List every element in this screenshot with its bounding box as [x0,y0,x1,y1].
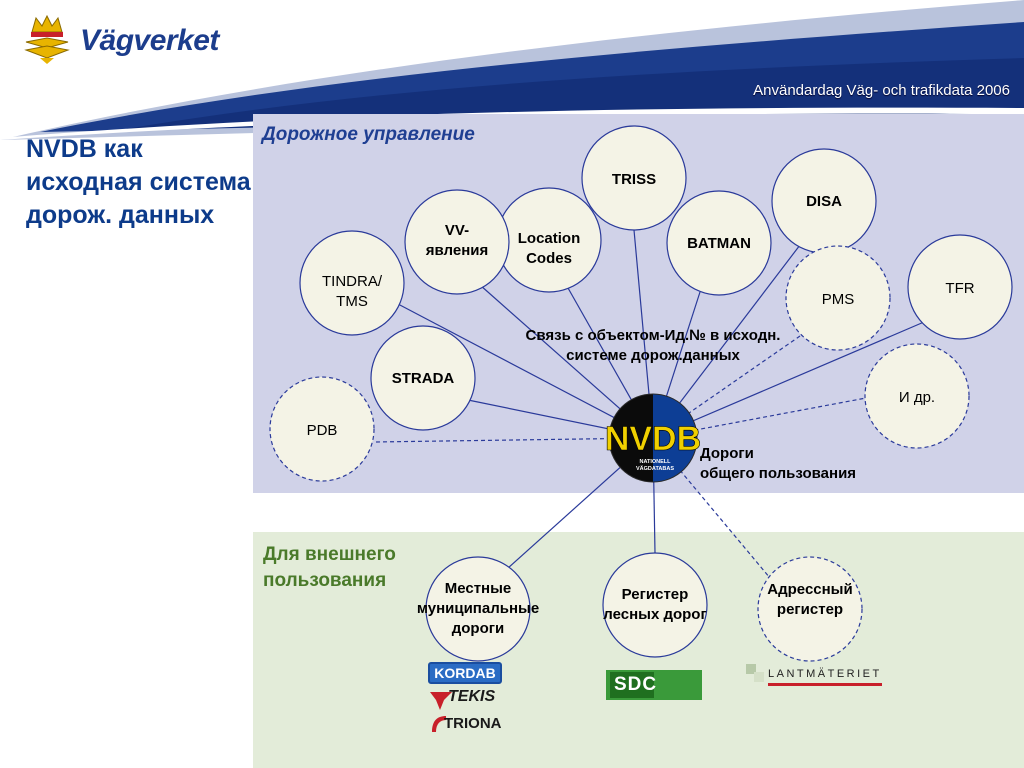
node-vv-yavleniya[interactable] [404,189,510,295]
nvdb-sublabel-2: VÄGDATABAS [636,465,674,472]
header-subtitle: Användardag Väg- och trafikdata 2006 [753,82,1010,99]
node-label-registr-lesnykh-line1: Регистер [621,586,689,603]
node-batman[interactable] [666,190,772,296]
tekis-logo-text: TEKIS [448,688,496,705]
node-label-registr-lesnykh: Регистер лесных дорог [580,585,730,625]
node-registr-lesnykh[interactable] [602,552,708,658]
node-mestnye[interactable] [425,556,531,662]
lantmateriet-logo: LANTMÄTERIET [744,662,884,692]
link-caption: Связь с объектом-Ид.№ в исходн. системе … [503,326,803,366]
connector-tfr [652,321,925,439]
node-label-tindra-tms: TINDRA/TMS [277,272,427,312]
node-label-location-codes-line2: Codes [526,250,572,267]
node-label-batman-line1: BATMAN [687,235,751,252]
kordab-logo: KORDAB [428,662,502,684]
triona-logo-text: TRIONA [444,715,502,732]
node-label-strada-line1: STRADA [391,370,455,387]
node-label-triss: TRISS [559,170,709,190]
link-caption-line-2: системе дорож.данных [566,347,740,364]
node-label-location-codes-line1: Location [517,230,581,247]
node-label-pdb: PDB [247,421,397,441]
node-label-batman: BATMAN [644,234,794,254]
node-label-vv-yavleniya: VV-явления [382,221,532,261]
node-label-pdb-line1: PDB [306,422,338,439]
node-label-pms: PMS [763,290,913,310]
node-triss[interactable] [581,125,687,231]
node-label-tfr: TFR [885,279,1024,299]
nvdb-label: NVDB [605,420,701,458]
node-tindra-tms[interactable] [299,230,405,336]
node-label-mestnye-line3: дороги [451,620,505,637]
page-title: NVDB как исходная система дорож. данных [26,135,251,229]
node-label-vv-yavleniya-line1: VV- [444,222,470,239]
node-label-i-dr-line1: И др. [898,389,936,406]
nodes [269,125,1013,662]
connector-pdb [373,437,654,443]
node-label-vv-yavleniya-line2: явления [425,242,489,259]
node-label-adresny-line2: регистер [776,601,844,618]
brand-name: Vägverket [80,24,219,57]
node-adresny[interactable] [757,556,863,662]
header-swoosh [0,0,1024,140]
nvdb-caption-line-2: общего пользования [700,465,857,482]
link-caption-line-1: Связь с объектом-Ид.№ в исходн. [525,327,781,344]
node-strada[interactable] [370,325,476,431]
node-label-adresny-line1: Адрессный [767,581,853,598]
node-label-mestnye-line2: муниципальные [416,600,540,617]
kordab-logo-text: KORDAB [434,665,496,681]
node-label-pms-line1: PMS [821,291,855,308]
sdc-logo-text: SDC [614,674,658,695]
node-label-tindra-tms-line2: TMS [336,293,368,310]
nvdb-caption: Дороги общего пользования [700,444,856,484]
nvdb-caption-line-1: Дороги [700,445,754,462]
lantmateriet-logo-text: LANTMÄTERIET [768,668,882,680]
node-label-mestnye: Местные муниципальные дороги [403,579,553,639]
node-label-tfr-line1: TFR [945,280,975,297]
section-title-road-management: Дорожное управление [262,124,475,145]
triona-mark-icon [432,716,446,732]
node-pms[interactable] [785,245,891,351]
node-label-registr-lesnykh-line2: лесных дорог [603,606,707,623]
node-label-mestnye-line1: Местные [444,580,512,597]
sdc-logo: SDC [606,670,702,700]
node-i-dr[interactable] [864,343,970,449]
node-label-disa-line1: DISA [806,193,842,210]
crown-logo-icon [24,14,70,64]
triona-logo: TRIONA [430,714,512,736]
node-label-tindra-tms-line1: TINDRA/ [322,273,382,290]
node-label-i-dr: И др. [842,388,992,408]
tekis-mark-icon [430,692,452,710]
section-title-external-use: Для внешнего пользования [263,544,396,591]
node-label-disa: DISA [749,192,899,212]
node-pdb[interactable] [269,376,375,482]
node-label-strada: STRADA [348,369,498,389]
node-tfr[interactable] [907,234,1013,340]
node-label-triss-line1: TRISS [611,171,657,188]
node-label-adresny: Адрессный регистер [735,580,885,620]
tekis-logo: TEKIS [428,688,508,710]
connector-tindra-tms [397,303,654,439]
nvdb-sublabel-1: NATIONELL [639,459,671,465]
